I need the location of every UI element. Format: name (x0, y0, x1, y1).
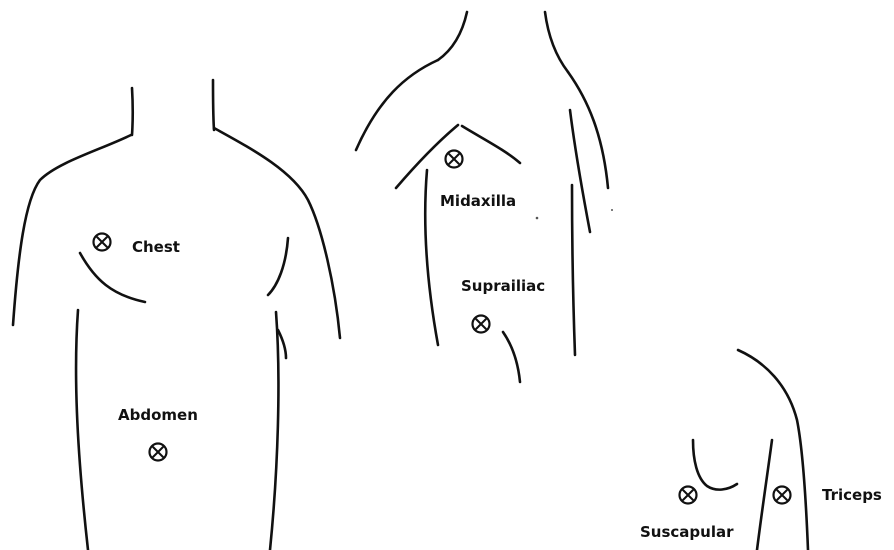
neck-right-line (213, 80, 214, 130)
speck-dot (611, 209, 613, 211)
label-abdomen: Abdomen (118, 406, 198, 424)
speck-dot (536, 217, 539, 220)
label-suprailiac: Suprailiac (461, 277, 545, 295)
site-suscapular-marker (680, 487, 697, 504)
neck-back-line (545, 12, 568, 72)
scapula-line (693, 440, 737, 490)
body-front-line (425, 170, 438, 345)
right-shoulder-line (214, 128, 340, 338)
left-shoulder-line (13, 135, 131, 325)
shoulder-top-line (738, 350, 808, 550)
body-back-line (572, 185, 575, 355)
left-chest-curve (80, 253, 145, 302)
left-side-line (76, 310, 88, 550)
neck-front-line (438, 12, 467, 60)
right-chest-curve (268, 238, 288, 295)
hip-line (503, 332, 520, 382)
arm-inner-line (757, 440, 772, 550)
site-chest-marker (94, 234, 111, 251)
front-torso (13, 80, 340, 550)
right-side-line (270, 312, 278, 550)
label-chest: Chest (132, 238, 180, 256)
site-midaxilla-marker (446, 151, 463, 168)
back-arm (693, 350, 808, 550)
shoulder-line (356, 60, 438, 150)
label-suscapular: Suscapular (640, 523, 734, 541)
site-suprailiac-marker (473, 316, 490, 333)
back-line (568, 72, 608, 188)
site-triceps-marker (774, 487, 791, 504)
site-abdomen-marker (150, 444, 167, 461)
axilla-curve (462, 126, 520, 163)
label-triceps: Triceps (822, 486, 882, 504)
label-midaxilla: Midaxilla (440, 192, 516, 210)
neck-left-line (132, 88, 133, 135)
